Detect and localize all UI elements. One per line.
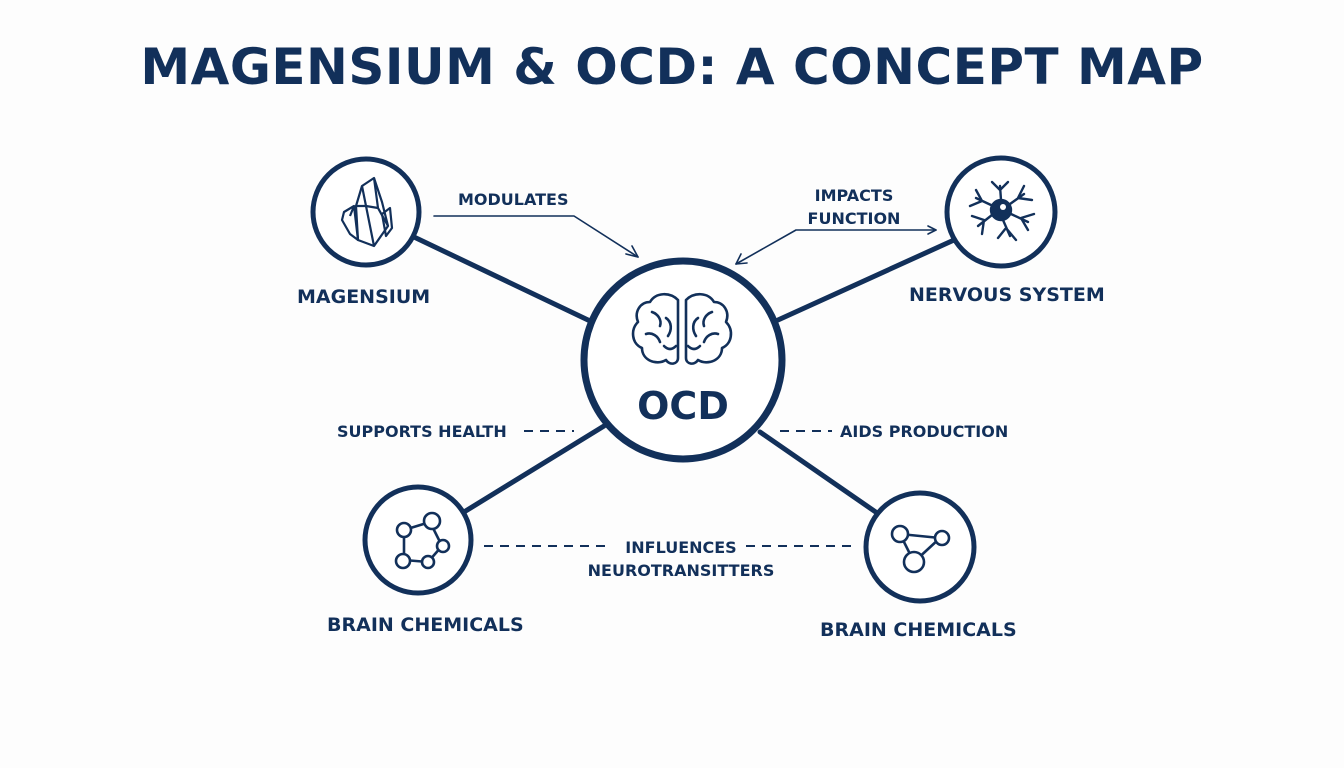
molecule-icon (394, 511, 451, 570)
chem-left-node (362, 484, 474, 596)
connector-lines (411, 234, 957, 518)
dashed-lines (484, 430, 858, 547)
link-label-impacts: IMPACTS FUNCTION (800, 184, 908, 230)
link-label-impacts-line1: IMPACTS (814, 186, 894, 205)
magnesium-node (310, 156, 422, 268)
connector-chem-right-ocd (757, 429, 883, 518)
arrows (433, 215, 937, 265)
connector-magnesium-ocd (411, 234, 591, 323)
link-label-modulates: MODULATES (458, 190, 569, 209)
link-label-aids-production: AIDS PRODUCTION (840, 422, 1009, 441)
node-label-magnesium: MAGENSIUM (297, 286, 431, 308)
arrow-modulates-head (625, 245, 639, 258)
arrow-impacts-head (735, 253, 748, 265)
link-label-impacts-line2: FUNCTION (807, 209, 901, 228)
arrow-impacts (735, 229, 937, 265)
link-label-supports-health: SUPPORTS HEALTH (337, 422, 507, 441)
center-node-label: OCD (637, 384, 729, 428)
ocd-node (580, 257, 786, 463)
link-label-influences: INFLUENCES NEUROTRANSITTERS (576, 536, 786, 582)
chem-right-node (863, 490, 977, 604)
connector-nervous-ocd (775, 237, 957, 323)
node-label-brain-chemicals-left: BRAIN CHEMICALS (327, 614, 524, 636)
neuron-icon (968, 180, 1036, 242)
arrow-impacts-tail (927, 225, 937, 235)
node-label-brain-chemicals-right: BRAIN CHEMICALS (820, 619, 1017, 641)
page-title: MAGENSIUM & OCD: A CONCEPT MAP (140, 38, 1204, 96)
crystal-icon (340, 176, 394, 248)
molecule-icon (890, 524, 951, 574)
connector-chem-left-ocd (461, 423, 607, 515)
link-label-influences-line1: INFLUENCES (625, 538, 737, 557)
brain-icon (631, 292, 733, 365)
node-label-nervous-system: NERVOUS SYSTEM (909, 284, 1105, 306)
arrow-modulates (433, 215, 639, 258)
link-label-influences-line2: NEUROTRANSITTERS (587, 561, 775, 580)
